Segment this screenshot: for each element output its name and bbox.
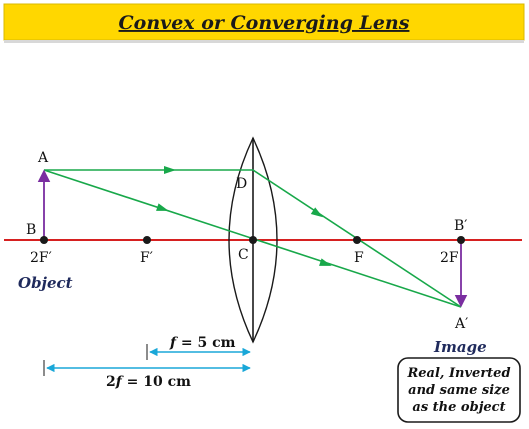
label-2F-prime: 2F′ bbox=[30, 250, 52, 266]
image-note-box bbox=[397, 357, 521, 423]
diagram-title: Convex or Converging Lens bbox=[119, 12, 410, 34]
note-line-3: as the object bbox=[412, 400, 505, 415]
point-F-prime bbox=[143, 236, 151, 244]
title-banner bbox=[3, 3, 525, 41]
ray-arrowhead bbox=[310, 207, 324, 218]
point-2F-prime bbox=[40, 236, 48, 244]
label-2F: 2F bbox=[440, 250, 459, 266]
ray-parallel bbox=[44, 169, 462, 308]
label-C: C bbox=[238, 247, 249, 263]
note-line-1: Real, Inverted bbox=[406, 366, 510, 381]
label-B-prime: B′ bbox=[454, 218, 467, 234]
point-2F bbox=[457, 236, 465, 244]
focal-length-label: f = 5 cm bbox=[169, 335, 236, 351]
label-A: A bbox=[37, 150, 49, 166]
label-F-prime: F′ bbox=[140, 250, 153, 266]
label-A-prime: A′ bbox=[454, 316, 468, 332]
label-image: Image bbox=[433, 338, 487, 356]
ray-arrowhead bbox=[164, 166, 176, 174]
label-B: B bbox=[26, 222, 36, 238]
label-object: Object bbox=[18, 274, 73, 292]
point-C bbox=[249, 236, 257, 244]
label-F: F bbox=[354, 250, 364, 266]
note-line-2: and same size bbox=[408, 383, 510, 398]
double-focal-label: 2f = 10 cm bbox=[106, 374, 191, 390]
ray-arrowhead bbox=[156, 203, 169, 211]
ray-arrowhead bbox=[319, 258, 332, 266]
label-D: D bbox=[236, 176, 247, 192]
point-F bbox=[353, 236, 361, 244]
